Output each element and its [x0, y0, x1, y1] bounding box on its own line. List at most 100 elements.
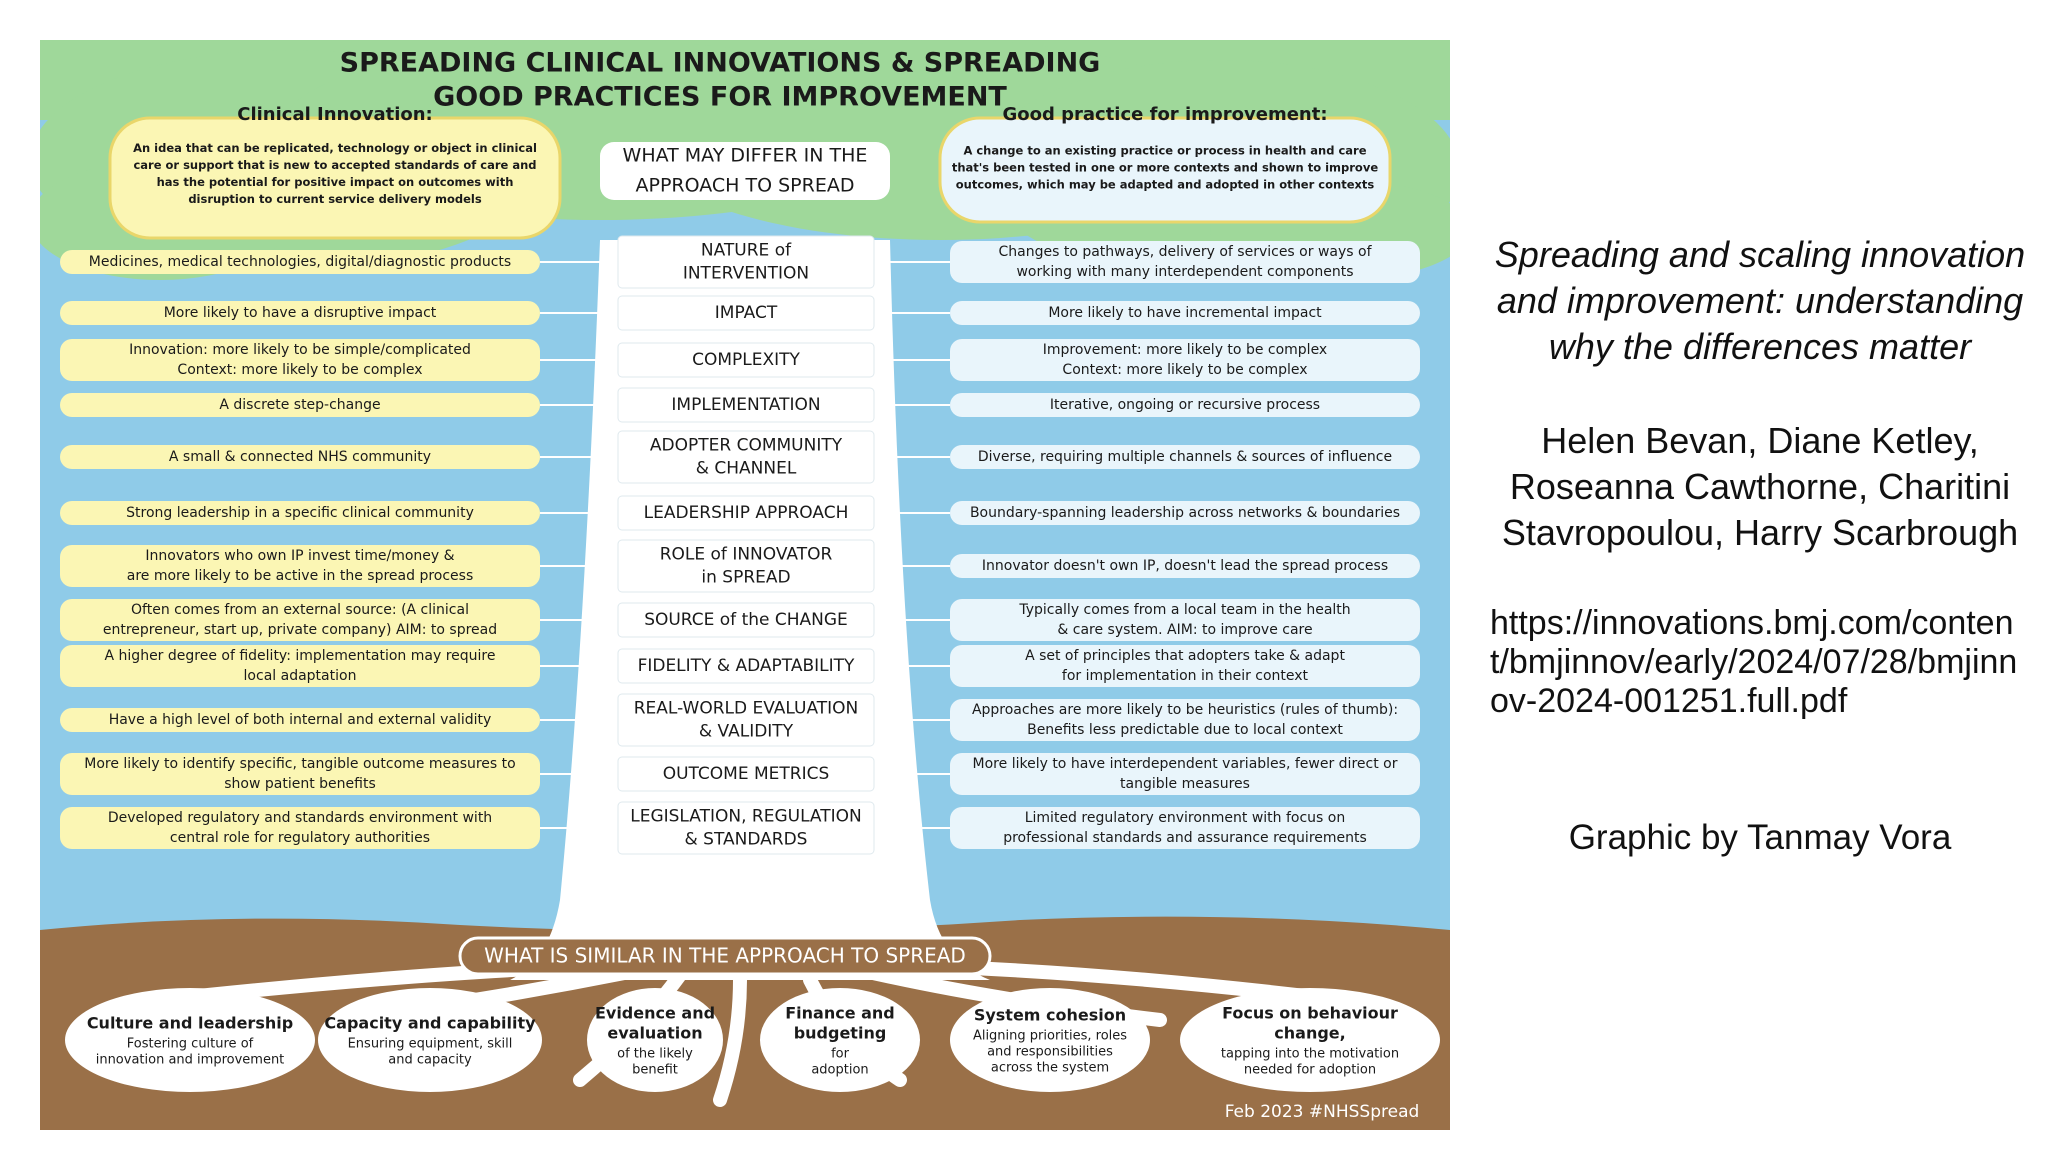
clinical-innovation-text: care or support that is new to accepted …	[133, 158, 536, 172]
row-center-label: LEADERSHIP APPROACH	[644, 503, 849, 523]
row-right-label: tangible measures	[1120, 776, 1250, 792]
row-right-label: Benefits less predictable due to local c…	[1027, 722, 1343, 738]
root-body: needed for adoption	[1244, 1063, 1376, 1078]
good-practice-text: A change to an existing practice or proc…	[963, 144, 1366, 158]
row-right-label: for implementation in their context	[1062, 668, 1309, 684]
row-left-label: entrepreneur, start up, private company)…	[103, 622, 497, 638]
good-practice-text: that's been tested in one or more contex…	[952, 161, 1378, 175]
clinical-innovation-text: An idea that can be replicated, technolo…	[133, 141, 537, 155]
differ-text: WHAT MAY DIFFER IN THE	[623, 145, 868, 167]
root-title: change,	[1274, 1024, 1345, 1043]
root-body: Ensuring equipment, skill	[348, 1037, 513, 1052]
similar-label: WHAT IS SIMILAR IN THE APPROACH TO SPREA…	[458, 936, 992, 976]
root-body: Fostering culture of	[127, 1037, 254, 1052]
row-right-label: More likely to have incremental impact	[1048, 305, 1322, 321]
comparison-row: IMPLEMENTATION A discrete step-change Iter…	[60, 387, 1420, 423]
clinical-innovation-text: disruption to current service delivery m…	[188, 192, 481, 206]
root-body: Aligning priorities, roles	[973, 1029, 1127, 1044]
row-center-label: OUTCOME METRICS	[663, 764, 830, 784]
row-right-label: working with many interdependent compone…	[1016, 264, 1353, 280]
differ-text: APPROACH TO SPREAD	[636, 175, 855, 197]
row-left-label: local adaptation	[244, 668, 357, 684]
row-right-label: Improvement: more likely to be complex	[1043, 342, 1327, 358]
paper-authors: Helen Bevan, Diane Ketley, Roseanna Cawt…	[1501, 420, 2019, 553]
row-right-label: Context: more likely to be complex	[1062, 362, 1307, 378]
root-title: Evidence and	[595, 1004, 715, 1023]
row-left-label: Context: more likely to be complex	[177, 362, 422, 378]
row-left-label: Strong leadership in a specific clinical…	[126, 505, 474, 521]
row-right-label: Iterative, ongoing or recursive process	[1050, 397, 1320, 413]
root-body: and capacity	[388, 1053, 472, 1068]
root-body: adoption	[811, 1063, 868, 1078]
root-title: Focus on behaviour	[1222, 1004, 1398, 1023]
comparison-row: OUTCOME METRICS More likely to identify s…	[60, 753, 1420, 795]
root-body: benefit	[632, 1063, 678, 1078]
root-body: tapping into the motivation	[1221, 1047, 1399, 1062]
row-center-label: FIDELITY & ADAPTABILITY	[638, 656, 855, 676]
root-title: budgeting	[794, 1024, 887, 1043]
row-left-label: More likely to have a disruptive impact	[164, 305, 437, 321]
row-right-label: Boundary-spanning leadership across netw…	[970, 505, 1400, 521]
row-center-label: SOURCE of the CHANGE	[644, 610, 848, 630]
row-center-label: & STANDARDS	[685, 830, 808, 850]
differ-label: WHAT MAY DIFFER IN THE APPROACH TO SPREAD	[600, 142, 890, 200]
row-center-label: & CHANNEL	[696, 459, 797, 479]
row-right-label: Diverse, requiring multiple channels & s…	[978, 449, 1392, 465]
row-left-label: A higher degree of fidelity: implementat…	[105, 648, 496, 664]
root-body: and responsibilities	[987, 1045, 1113, 1060]
row-center-label: IMPACT	[715, 303, 778, 323]
row-center-label: ROLE of INNOVATOR	[660, 545, 833, 565]
clinical-innovation-heading: Clinical Innovation:	[237, 104, 433, 125]
row-left-label: Medicines, medical technologies, digital…	[89, 254, 511, 270]
comparison-row: LEADERSHIP APPROACH Strong leadership in …	[60, 495, 1420, 531]
row-left-label: show patient benefits	[224, 776, 376, 792]
good-practice-text: outcomes, which may be adapted and adopt…	[956, 178, 1375, 192]
signature: Feb 2023 #NHSSpread	[1225, 1102, 1420, 1122]
row-right-label: Innovator doesn't own IP, doesn't lead t…	[982, 558, 1388, 574]
row-left-label: Innovators who own IP invest time/money …	[145, 548, 454, 564]
comparison-row: FIDELITY & ADAPTABILITY A higher degree o…	[60, 645, 1420, 687]
row-right-label: Changes to pathways, delivery of service…	[998, 244, 1372, 260]
row-center-label: COMPLEXITY	[692, 350, 800, 370]
row-right-label: & care system. AIM: to improve care	[1057, 622, 1312, 638]
row-left-label: Often comes from an external source: (A …	[131, 602, 469, 618]
row-center-label: LEGISLATION, REGULATION	[630, 807, 862, 827]
row-center-label: IMPLEMENTATION	[671, 395, 820, 415]
comparison-row: LEGISLATION, REGULATION & STANDARDS Develo…	[60, 801, 1420, 855]
row-left-label: A small & connected NHS community	[169, 449, 431, 465]
root-title: System cohesion	[974, 1006, 1126, 1025]
row-center-label: ADOPTER COMMUNITY	[650, 436, 843, 456]
row-center-label: INTERVENTION	[683, 264, 809, 284]
clinical-innovation-text: has the potential for positive impact on…	[157, 175, 514, 189]
comparison-row: REAL-WORLD EVALUATION & VALIDITY Have a hi…	[60, 693, 1420, 747]
root-body: of the likely	[617, 1047, 693, 1062]
row-right-label: Approaches are more likely to be heurist…	[972, 702, 1398, 718]
row-left-label: Developed regulatory and standards envir…	[108, 810, 492, 826]
comparison-row: IMPACT More likely to have a disruptive i…	[60, 295, 1420, 331]
row-left-label: are more likely to be active in the spre…	[127, 568, 474, 584]
clinical-innovation-box: Clinical Innovation: An idea that can be …	[108, 104, 562, 240]
row-center-label: & VALIDITY	[699, 722, 794, 742]
row-left-label: A discrete step-change	[219, 397, 380, 413]
paper-title: Spreading and scaling innovation and imp…	[1494, 234, 2026, 367]
row-left-label: central role for regulatory authorities	[170, 830, 430, 846]
graphic-credit: Graphic by Tanmay Vora	[1568, 818, 1952, 857]
row-center-label: REAL-WORLD EVALUATION	[634, 699, 859, 719]
paper-url-link[interactable]: https://innovations.bmj.com/content/bmji…	[1490, 604, 2018, 720]
good-practice-box: Good practice for improvement:A change t…	[938, 104, 1392, 224]
root-body: for	[831, 1047, 850, 1062]
row-left-label: More likely to identify specific, tangib…	[84, 756, 515, 772]
row-left-label: Have a high level of both internal and e…	[109, 712, 492, 728]
comparison-row: SOURCE of the CHANGE Often comes from an …	[60, 599, 1420, 641]
title-line: SPREADING CLINICAL INNOVATIONS & SPREADI…	[340, 48, 1101, 79]
row-right-label: professional standards and assurance req…	[1003, 830, 1367, 846]
root-title: Culture and leadership	[87, 1014, 293, 1033]
row-left-label: Innovation: more likely to be simple/com…	[129, 342, 471, 358]
root-body: innovation and improvement	[96, 1053, 285, 1068]
root-title: evaluation	[607, 1024, 702, 1043]
